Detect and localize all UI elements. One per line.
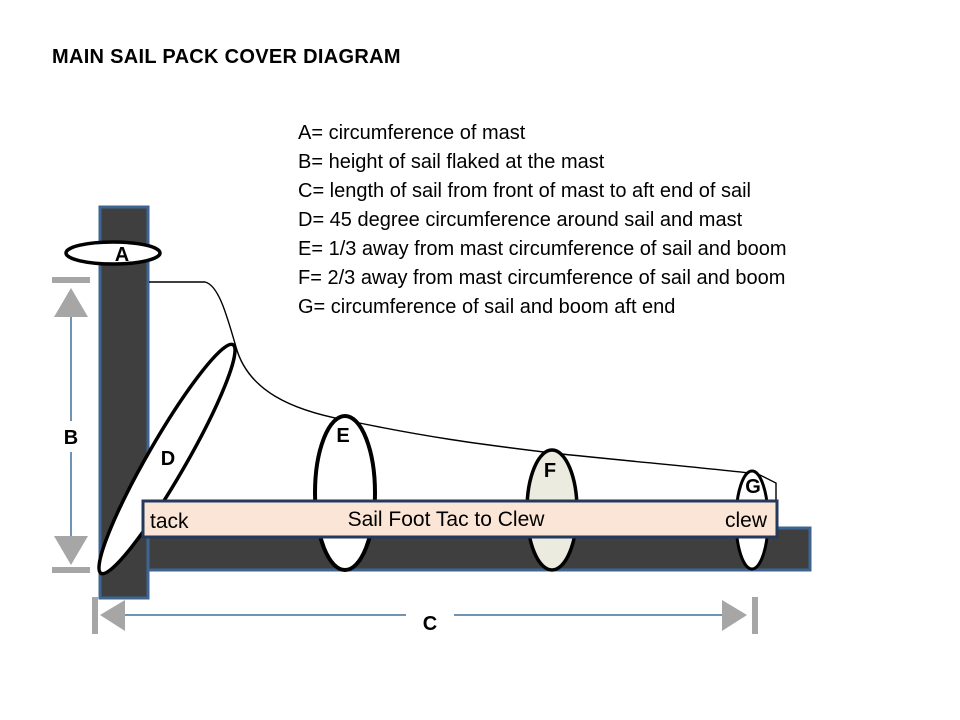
legend-item-c: C= length of sail from front of mast to … [298, 180, 751, 202]
tack-label: tack [150, 510, 189, 533]
measure-b-bottom-cap [52, 567, 90, 573]
label-d: D [161, 448, 175, 470]
label-c: C [423, 613, 437, 635]
sail-foot-label: Sail Foot Tac to Clew [348, 508, 546, 531]
legend-item-a: A= circumference of mast [298, 122, 526, 144]
legend-item-d: D= 45 degree circumference around sail a… [298, 209, 743, 231]
label-b: B [64, 427, 78, 449]
measure-b-down-arrowhead [54, 536, 88, 565]
measure-c-right-arrowhead [722, 600, 747, 631]
label-e: E [336, 425, 349, 447]
sail-edge-curve [149, 281, 777, 501]
measure-c-left-arrowhead [100, 600, 125, 631]
legend: A= circumference of mast B= height of sa… [298, 119, 787, 322]
measure-c-arrow: C [92, 597, 758, 635]
label-a: A [115, 244, 129, 266]
sail-foot-strip [141, 499, 779, 539]
circumference-d-ellipse [97, 342, 237, 576]
diagram-title: MAIN SAIL PACK COVER DIAGRAM [52, 46, 401, 68]
legend-item-e: E= 1/3 away from mast circumference of s… [298, 238, 787, 260]
measure-b-arrow: B [52, 277, 90, 573]
clew-label: clew [725, 509, 768, 532]
measure-c-right-cap [752, 597, 758, 634]
measure-b-top-cap [52, 277, 90, 283]
circumference-a-ellipse [64, 240, 162, 266]
legend-item-f: F= 2/3 away from mast circumference of s… [298, 267, 786, 289]
measure-c-left-cap [92, 597, 98, 634]
legend-item-g: G= circumference of sail and boom aft en… [298, 296, 676, 318]
measure-b-up-arrowhead [54, 288, 88, 317]
label-f: F [544, 460, 556, 482]
label-g: G [745, 476, 761, 498]
legend-item-b: B= height of sail flaked at the mast [298, 151, 605, 173]
